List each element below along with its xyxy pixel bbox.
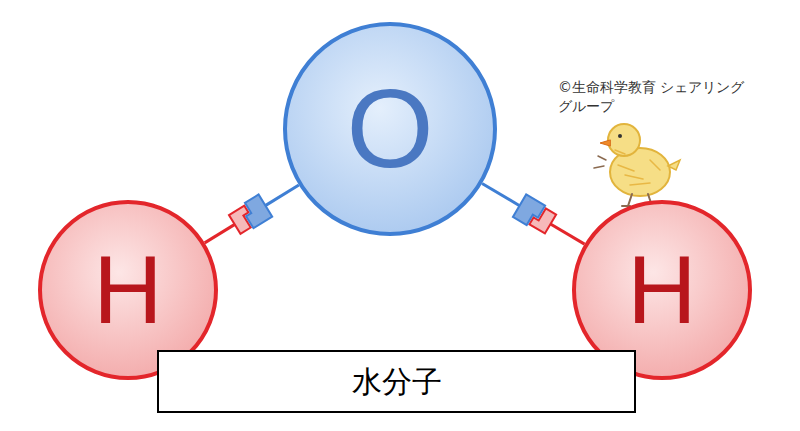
bond-joint <box>228 194 272 235</box>
bond-line <box>482 184 521 207</box>
oxygen-atom: O <box>283 22 497 236</box>
bond-piece <box>240 194 272 228</box>
caption-box: 水分子 <box>157 350 636 413</box>
bond-line <box>205 223 237 243</box>
covalent-bond <box>482 184 584 245</box>
bond-piece <box>513 194 545 228</box>
watermark: ©生命科学教育 シェアリンググループ <box>558 78 758 116</box>
element-symbol: O <box>346 73 433 185</box>
covalent-bond <box>205 185 299 243</box>
element-symbol: H <box>627 242 696 338</box>
oxygen-atom-circle <box>285 24 495 234</box>
element-symbol: H <box>93 242 162 338</box>
chick <box>594 124 680 206</box>
bond-joint <box>513 194 557 235</box>
caption-text: 水分子 <box>352 367 442 397</box>
bond-line <box>549 223 585 244</box>
bond-line <box>264 185 299 207</box>
